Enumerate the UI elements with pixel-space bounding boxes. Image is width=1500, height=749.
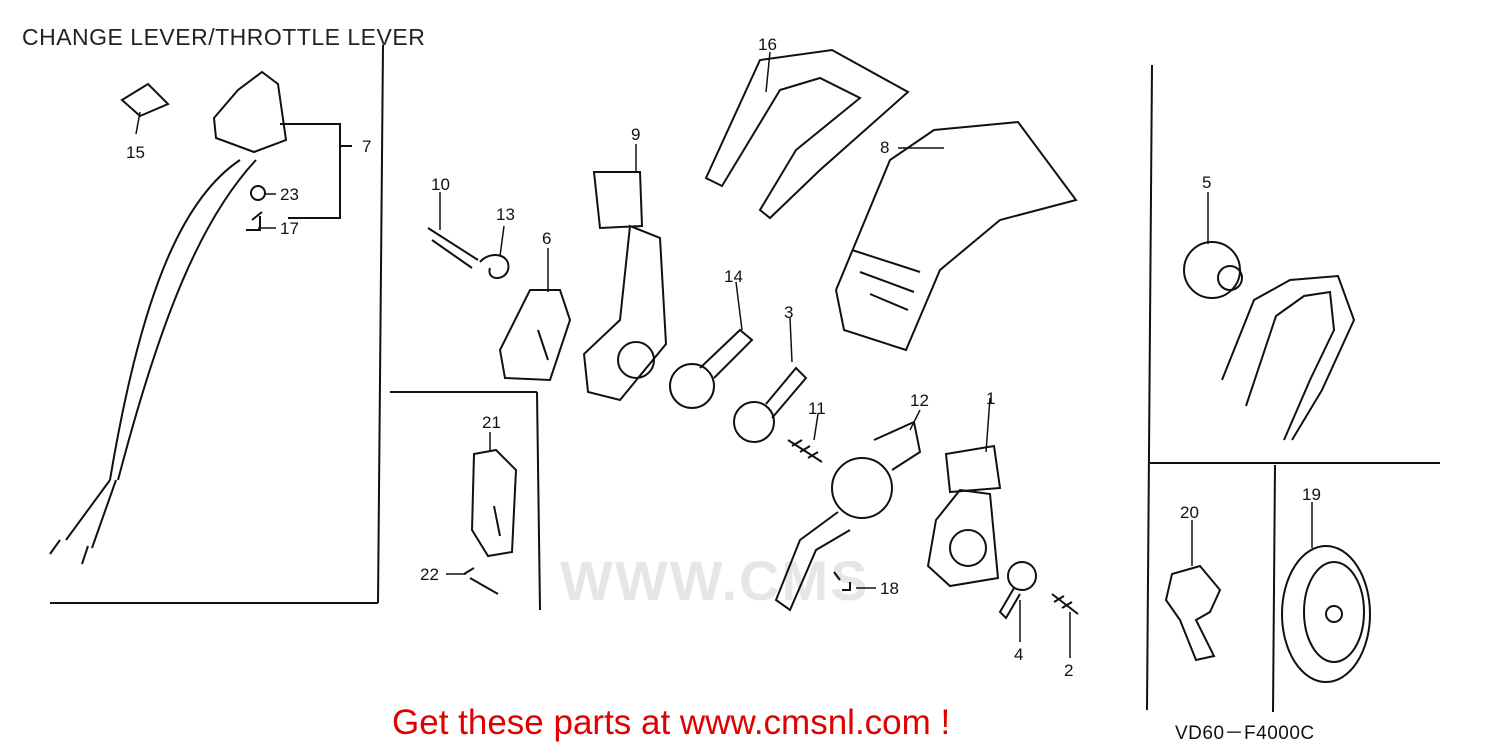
divider-line <box>536 391 541 611</box>
part-4-arm <box>998 587 1021 620</box>
chain <box>1221 274 1356 441</box>
part-9-lever-arm <box>582 224 668 402</box>
part-11-spring <box>787 439 823 463</box>
part-22-screw <box>463 567 499 595</box>
divider-line <box>377 44 384 604</box>
part-14-arm <box>699 328 754 379</box>
ref-label-13: 13 <box>496 205 515 224</box>
part-2-spring <box>1051 593 1079 615</box>
ref-label-4: 4 <box>1014 645 1023 664</box>
leader-14 <box>735 281 743 331</box>
part-12-tab <box>873 420 922 471</box>
part-7-switch <box>212 70 288 154</box>
ref-label-20: 20 <box>1180 503 1199 522</box>
ref-label-3: 3 <box>784 303 793 322</box>
part-8-cover <box>834 120 1078 352</box>
part-16-gasket <box>704 48 910 220</box>
ref-label-10: 10 <box>431 175 450 194</box>
diagram-title: CHANGE LEVER/THROTTLE LEVER <box>22 24 426 50</box>
part-9-lever-knob <box>592 171 644 230</box>
ref-label-1: 1 <box>986 389 995 408</box>
part-13-spring <box>479 254 510 279</box>
ref-label-22: 22 <box>420 565 439 584</box>
part-15-label-sticker <box>120 82 170 118</box>
part-14-plate <box>669 363 715 409</box>
leader-12 <box>909 409 921 431</box>
divider-line <box>1272 464 1276 713</box>
leader-11 <box>813 413 819 441</box>
ref-label-6: 6 <box>542 229 551 248</box>
part-21-plate <box>470 448 518 558</box>
leader-16 <box>765 51 771 93</box>
part-12-plate <box>831 457 893 519</box>
diagram-code: VD60－F4000C <box>1175 723 1315 744</box>
ref-label-5: 5 <box>1202 173 1211 192</box>
part-5-bore <box>1217 265 1243 291</box>
part-21-slot <box>493 505 501 537</box>
ref-label-17: 17 <box>280 219 299 238</box>
ref-label-14: 14 <box>724 267 743 286</box>
part-19-bore <box>1325 605 1343 623</box>
part-1-lever-knob <box>944 444 1002 494</box>
part-12-arm <box>774 511 851 612</box>
part-19-pulley <box>1281 545 1371 683</box>
part-1-lever-hub <box>949 529 987 567</box>
part-20-arm <box>1164 564 1222 662</box>
promo-link[interactable]: Get these parts at www.cmsnl.com ! <box>392 703 951 742</box>
ref-label-8: 8 <box>880 138 889 157</box>
watermark: WWW.CMS <box>560 549 870 612</box>
part-17-screw <box>246 211 263 231</box>
ref-label-23: 23 <box>280 185 299 204</box>
ref-label-19: 19 <box>1302 485 1321 504</box>
part-1-lever-arm <box>926 488 1000 588</box>
part-3-arm <box>765 366 808 419</box>
part-7-cable <box>109 159 257 481</box>
ref-label-21: 21 <box>482 413 501 432</box>
part-18-screw <box>833 571 851 591</box>
ref-label-18: 18 <box>880 579 899 598</box>
part-4-cam <box>1007 561 1037 591</box>
leader-13 <box>499 225 505 257</box>
leader-1 <box>985 397 991 453</box>
part-8-ribs <box>851 249 921 311</box>
ref-label-2: 2 <box>1064 661 1073 680</box>
leader-15 <box>135 111 141 135</box>
ref-label-15: 15 <box>126 143 145 162</box>
ref-label-9: 9 <box>631 125 640 144</box>
divider-line <box>1146 64 1153 711</box>
ref-label-7: 7 <box>362 137 371 156</box>
part-9-lever-hub <box>617 341 655 379</box>
part-6-slot <box>537 329 549 361</box>
part-6-bracket <box>498 289 572 382</box>
part-7-connectors <box>49 479 117 565</box>
part-7-bracket <box>280 123 352 219</box>
leader-3 <box>789 317 793 363</box>
ref-label-16: 16 <box>758 35 777 54</box>
part-10-pin <box>427 227 479 269</box>
ref-label-12: 12 <box>910 391 929 410</box>
part-3-cam <box>733 401 775 443</box>
part-19-groove <box>1303 561 1365 663</box>
part-23-nut <box>250 185 266 201</box>
ref-label-11: 11 <box>808 399 826 418</box>
